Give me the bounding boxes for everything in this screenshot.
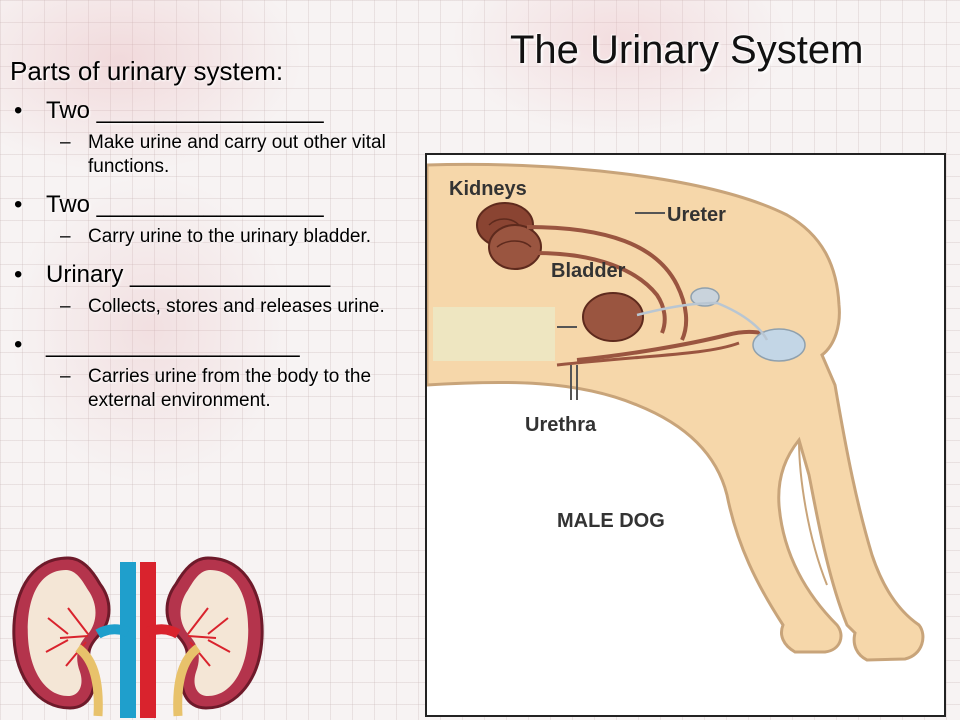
dash-marker: – (60, 132, 71, 153)
list-item: Two _________________ –Make urine and ca… (10, 97, 410, 179)
dash-marker: – (60, 296, 71, 317)
sub-bullet: –Collects, stores and releases urine. (10, 295, 410, 319)
sub-bullet-text: Collects, stores and releases urine. (88, 296, 385, 317)
list-item: Urinary _______________ –Collects, store… (10, 261, 410, 319)
label-caption: MALE DOG (557, 510, 665, 532)
label-bladder: Bladder (551, 260, 626, 282)
sub-bullet: –Carries urine from the body to the exte… (10, 365, 410, 413)
dog-diagram: Kidneys Ureter Bladder Urethra MALE DOG (425, 153, 946, 717)
duct-line (636, 301, 769, 341)
overlay-box (433, 307, 555, 361)
sub-bullet-text: Carry urine to the urinary bladder. (88, 226, 372, 247)
bullet-text: Urinary _______________ (10, 261, 410, 289)
dog-diagram-svg: Kidneys Ureter Bladder Urethra MALE DOG (427, 162, 925, 662)
sub-bullet: –Make urine and carry out other vital fu… (10, 131, 410, 179)
bullet-text: Two _________________ (10, 97, 410, 125)
bullet-text: ___________________ (10, 331, 410, 359)
gland-shape (690, 287, 720, 307)
testis-shape (752, 328, 806, 362)
leg-contour (798, 439, 828, 586)
left-kidney-icon (12, 556, 111, 717)
dash-marker: – (60, 226, 71, 247)
list-item: ___________________ –Carries urine from … (10, 331, 410, 413)
sub-bullet: –Carry urine to the urinary bladder. (10, 225, 410, 249)
ureter-tube (534, 251, 667, 334)
label-ureter: Ureter (667, 204, 726, 226)
content-list: Parts of urinary system: Two ___________… (10, 56, 410, 425)
slide-title: The Urinary System (510, 28, 864, 72)
kidney-shapes (476, 202, 542, 270)
kidney-illustration (12, 556, 264, 718)
dog-body (427, 162, 925, 662)
list-item: Two _________________ –Carry urine to th… (10, 191, 410, 249)
dash-marker: – (60, 366, 71, 387)
bullet-text: Two _________________ (10, 191, 410, 219)
list-heading: Parts of urinary system: (10, 56, 284, 86)
right-kidney-icon (165, 556, 264, 717)
sub-bullet-text: Carries urine from the body to the exter… (88, 366, 372, 411)
bullet-list: Two _________________ –Make urine and ca… (10, 97, 410, 413)
label-urethra: Urethra (525, 414, 597, 436)
ureter-tube (526, 225, 689, 341)
urethra-tube (556, 341, 740, 367)
sub-bullet-text: Make urine and carry out other vital fun… (88, 132, 386, 177)
vessels-icon (95, 562, 181, 718)
bladder-shape (582, 292, 644, 342)
label-kidneys: Kidneys (449, 178, 527, 200)
